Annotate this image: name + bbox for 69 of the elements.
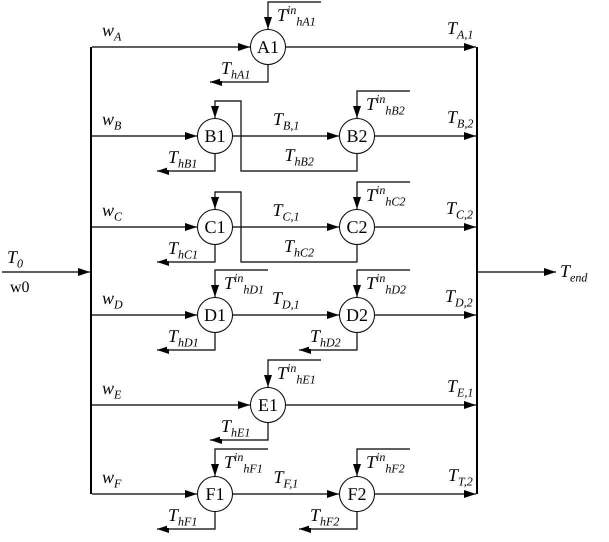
arrow	[92, 223, 197, 231]
edge-label: T$_{hE1}$	[220, 417, 252, 439]
arrow	[375, 311, 476, 319]
arrow	[157, 512, 216, 533]
arrow	[211, 269, 268, 297]
arrow	[92, 132, 197, 140]
arrow	[264, 359, 321, 387]
exchanger-circle: E1	[250, 387, 286, 423]
arrow	[92, 490, 197, 498]
edge-label: T$_{T,2}$	[447, 466, 474, 488]
arrow	[353, 90, 410, 118]
arrow	[299, 512, 358, 533]
arrow	[375, 132, 476, 140]
arrow	[233, 311, 339, 319]
arrow	[375, 223, 476, 231]
exchanger-circle: C2	[339, 209, 375, 245]
edge-label: T$_{B,2}$	[446, 108, 474, 130]
arrow	[211, 191, 358, 263]
edge-label: T$_{hC1}$	[167, 239, 200, 261]
edge-label: T$_{C,1}$	[272, 201, 301, 223]
arrow	[353, 448, 410, 476]
edge-label: T$_{B,1}$	[272, 110, 300, 132]
edge-label: T$_{0}$	[6, 248, 24, 270]
arrow	[92, 311, 197, 319]
exchanger-circle: D2	[339, 297, 375, 333]
arrow	[92, 43, 250, 51]
arrow	[286, 401, 476, 409]
arrow	[92, 401, 250, 409]
arrow	[353, 181, 410, 209]
arrow	[478, 268, 556, 276]
arrow	[233, 132, 339, 140]
edge-label: T$_{D,2}$	[444, 287, 474, 309]
arrow	[233, 490, 339, 498]
edge-label: T$_{hB1}$	[167, 148, 198, 170]
arrow	[233, 223, 339, 231]
edge-label: T$_{hA1}$	[220, 59, 252, 81]
arrow	[2, 268, 90, 276]
arrow	[353, 269, 410, 297]
arrow	[157, 245, 216, 266]
exchanger-circle: B2	[339, 118, 375, 154]
edge-label: T$_{hD2}$	[309, 327, 342, 349]
arrow	[264, 1, 321, 29]
edge-label: T$_{hC2}$	[283, 237, 316, 259]
arrow	[157, 333, 216, 354]
edge-label: T$_{end}$	[559, 262, 588, 284]
exchanger-circle: A1	[250, 29, 286, 65]
edge-label: T$_{hD1}$	[167, 327, 200, 349]
arrow	[210, 65, 269, 86]
edge-label: T$_{hB2}$	[284, 146, 315, 168]
arrow	[299, 333, 358, 354]
edge-label: T$_{E,1}$	[446, 377, 474, 399]
exchanger-circle: F2	[339, 476, 375, 512]
arrow	[157, 154, 216, 175]
exchanger-circle: C1	[197, 209, 233, 245]
edge-label: T$_{A,1}$	[446, 19, 474, 41]
edge-label: T$_{C,2}$	[445, 199, 474, 221]
arrow	[211, 448, 268, 476]
arrow	[286, 43, 476, 51]
arrow	[375, 490, 476, 498]
edge-label: T$_{hF2}$	[309, 506, 340, 528]
exchanger-circle: D1	[197, 297, 233, 333]
exchanger-circle: B1	[197, 118, 233, 154]
flow-label: w0	[10, 280, 30, 296]
edge-label: T$_{D,1}$	[271, 289, 301, 311]
exchanger-circle: F1	[197, 476, 233, 512]
edge-label: T$_{hF1}$	[167, 506, 198, 528]
arrow	[211, 100, 358, 172]
arrow	[210, 423, 269, 444]
edge-label: T$_{F,1}$	[272, 468, 300, 490]
